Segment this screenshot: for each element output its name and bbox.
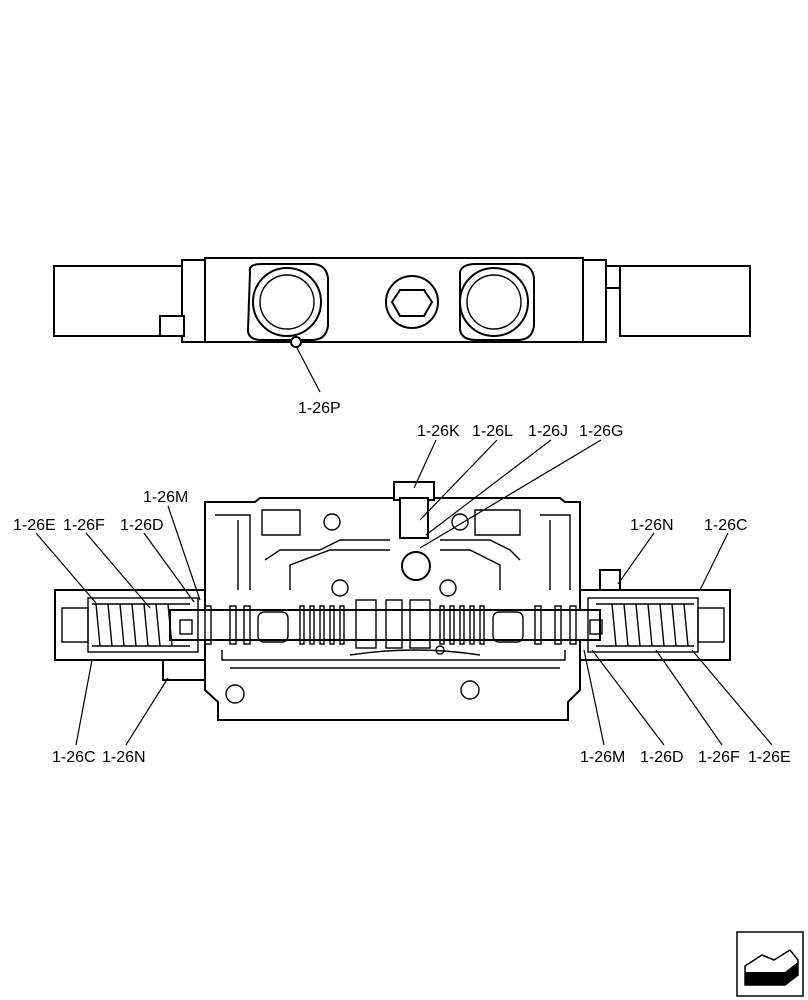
next-page-arrow-icon[interactable]: [736, 931, 804, 997]
spool-lands: [204, 599, 577, 649]
label-1-26c-right: 1-26C: [704, 517, 748, 534]
label-1-26g: 1-26G: [579, 423, 623, 440]
right-spring: [587, 597, 725, 653]
label-1-26m-bottom: 1-26M: [580, 749, 625, 766]
label-1-26c-left: 1-26C: [52, 749, 96, 766]
leader-lines: [35, 439, 773, 746]
label-1-26d-right: 1-26D: [640, 749, 684, 766]
label-1-26d-left: 1-26D: [120, 517, 164, 534]
label-1-26f-left: 1-26F: [63, 517, 105, 534]
label-1-26l: 1-26L: [472, 423, 513, 440]
label-1-26j: 1-26J: [528, 423, 568, 440]
label-1-26n-right: 1-26N: [630, 517, 674, 534]
left-spring: [61, 597, 199, 653]
label-1-26k: 1-26K: [417, 423, 460, 440]
valve-section-view: [54, 481, 731, 721]
label-1-26n-left: 1-26N: [102, 749, 146, 766]
valve-top-view: [53, 257, 751, 348]
leader-p: [295, 345, 321, 393]
label-1-26e-left: 1-26E: [13, 517, 56, 534]
label-1-26e-right: 1-26E: [748, 749, 791, 766]
label-1-26m-top: 1-26M: [143, 489, 188, 506]
label-1-26f-right: 1-26F: [698, 749, 740, 766]
label-1-26p: 1-26P: [298, 400, 341, 417]
